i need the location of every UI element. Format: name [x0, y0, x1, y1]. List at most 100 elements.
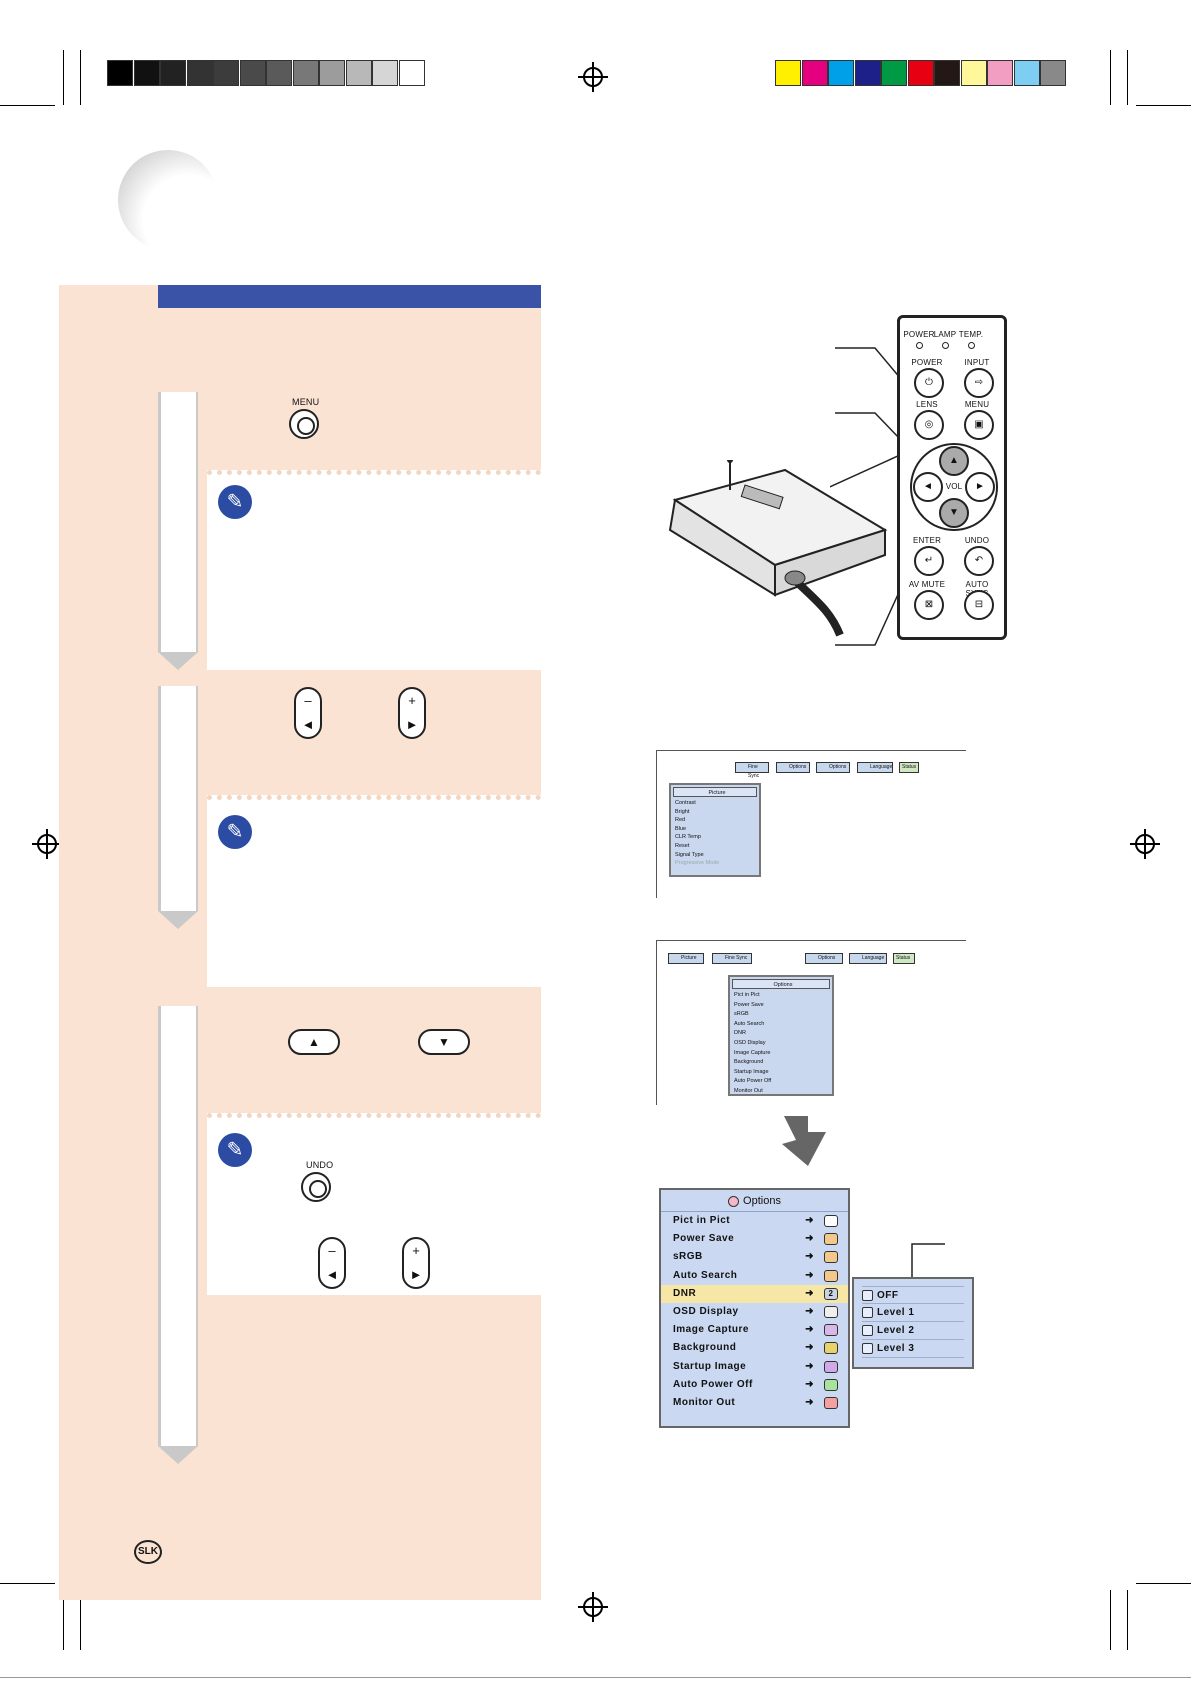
right-button-icon: +► [398, 687, 426, 739]
temp-indicator-label: TEMP. [958, 330, 984, 339]
right-arrow-icon: ➜ [805, 1305, 814, 1317]
options-menu-row[interactable]: Background➜ [661, 1339, 848, 1357]
color-swatch [775, 60, 801, 86]
note-box-1 [207, 470, 541, 670]
callout-lines [911, 1243, 945, 1278]
options-menu-row[interactable]: Monitor Out➜ [661, 1394, 848, 1412]
crop-mark [0, 105, 55, 106]
right-arrow-icon: ➜ [805, 1233, 814, 1245]
up-button[interactable]: ▲ [939, 446, 969, 476]
options-mini-title: Options [732, 979, 830, 989]
options-row-label: Auto Search [673, 1269, 738, 1281]
down-button[interactable]: ▼ [939, 498, 969, 528]
options-menu-row[interactable]: OSD Display ➜ [661, 1303, 848, 1321]
picture-mini-title: Picture [673, 787, 757, 797]
input-button[interactable]: ⇨ [964, 368, 994, 398]
undo-button-icon [301, 1172, 331, 1202]
options-menu-row[interactable]: Image Capture➜ [661, 1321, 848, 1339]
gray-swatch [133, 60, 160, 86]
enter-button[interactable]: ↵ [914, 546, 944, 576]
options-menu-row[interactable]: Power Save➜ [661, 1230, 848, 1248]
dnr-level-icon [862, 1324, 873, 1336]
dnr-option-label: Level 2 [877, 1325, 915, 1336]
dnr-level-icon [862, 1306, 873, 1318]
right-arrow-icon: ➜ [805, 1396, 814, 1408]
tab-status: Status [893, 953, 915, 964]
crop-mark [1110, 50, 1111, 105]
setting-value-icon [824, 1251, 838, 1264]
color-swatch [1013, 60, 1040, 86]
picture-mini-row: Red [675, 817, 686, 824]
setting-value-icon [824, 1215, 838, 1227]
gray-swatch [213, 60, 239, 86]
dnr-option[interactable]: Level 1 [862, 1304, 964, 1322]
setting-value-icon: 2 [824, 1287, 838, 1300]
options-menu-row[interactable]: Startup Image➜ [661, 1358, 848, 1376]
tab-language: Language [849, 953, 887, 964]
chapter-circle-graphic [118, 150, 218, 250]
dnr-option-label: Level 3 [877, 1343, 915, 1354]
power-button[interactable]: ⏻ [914, 368, 944, 398]
down-arrow-graphic [782, 1116, 826, 1166]
picture-mini-row: Blue [675, 825, 687, 832]
registration-mark [578, 62, 608, 92]
gray-swatch [292, 60, 319, 86]
note-box-3 [207, 1113, 541, 1295]
menu-button[interactable]: ▣ [964, 410, 994, 440]
note-pencil-icon: ✎ [218, 1133, 252, 1167]
vol-down-button[interactable]: ◄ [913, 472, 943, 502]
left-button-icon: –◄ [294, 687, 322, 739]
setting-value-icon [824, 1378, 838, 1391]
slk-logo: SLK [134, 1540, 162, 1564]
options-mini-row: OSD Display [734, 1039, 766, 1046]
undo-button[interactable]: ↶ [964, 546, 994, 576]
options-menu-row[interactable]: DNR➜2 [661, 1284, 848, 1303]
left-button-icon: –◄ [318, 1237, 346, 1289]
dnr-option[interactable]: Level 2 [862, 1322, 964, 1340]
options-menu-row[interactable]: Auto Search➜ [661, 1267, 848, 1285]
lamp-led [942, 342, 949, 349]
step-3-tab [158, 1006, 198, 1464]
tab-language: Language [857, 762, 893, 773]
remote-control-panel: POWER LAMP TEMP. POWER INPUT ⏻ ⇨ LENS ME… [897, 315, 1007, 640]
options-mini-row: Image Capture [734, 1049, 771, 1056]
tab-fine-sync: Fine Sync [712, 953, 752, 964]
note-pencil-icon: ✎ [218, 815, 252, 849]
options-menu-row[interactable]: Pict in Pict➜ [661, 1212, 848, 1230]
projector-illustration [668, 460, 888, 637]
gray-swatch [345, 60, 372, 86]
temp-led [968, 342, 975, 349]
gray-swatch [107, 60, 133, 86]
crop-mark [1127, 50, 1128, 105]
gray-swatch [319, 60, 345, 86]
options-icon [728, 1195, 740, 1207]
lamp-indicator-label: LAMP [933, 330, 957, 339]
vol-label: VOL [945, 482, 963, 491]
crop-mark [63, 1590, 64, 1650]
dnr-option[interactable]: Level 3 [862, 1340, 964, 1358]
auto-sync-button[interactable]: ⊟ [964, 590, 994, 620]
right-arrow-icon: ➜ [805, 1287, 814, 1299]
note-box-2 [207, 795, 541, 987]
color-swatch [828, 60, 854, 86]
vol-up-button[interactable]: ► [965, 472, 995, 502]
options-row-label: OSD Display [673, 1305, 739, 1317]
color-swatch [1040, 60, 1066, 86]
lens-button[interactable]: ◎ [914, 410, 944, 440]
gray-swatch [372, 60, 398, 86]
options-menu-row[interactable]: sRGB➜ [661, 1248, 848, 1266]
dnr-option[interactable]: OFF [862, 1286, 964, 1304]
options-mini-row: Pict in Pict [734, 992, 760, 998]
registration-mark [1130, 829, 1160, 859]
av-mute-button[interactable]: ⊠ [914, 590, 944, 620]
dnr-option-label: Level 1 [877, 1307, 915, 1318]
options-mini-row: Startup Image [734, 1068, 769, 1075]
picture-mini-row: Progressive Mode [675, 860, 720, 867]
step-1-tab [158, 392, 198, 670]
options-menu-row[interactable]: Auto Power Off➜ [661, 1376, 848, 1394]
gray-swatch [186, 60, 213, 86]
options-mini-row: Power Save [734, 1001, 764, 1008]
options-mini-row: DNR [734, 1030, 746, 1037]
options-mini-row: Auto Search [734, 1020, 765, 1027]
